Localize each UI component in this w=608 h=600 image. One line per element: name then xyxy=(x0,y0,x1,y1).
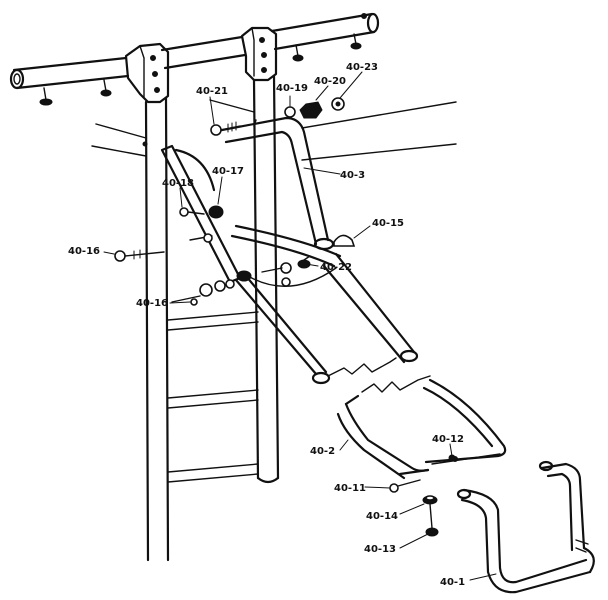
fitting-40-17 xyxy=(208,205,224,219)
label-40-3: 40-3 xyxy=(340,170,365,181)
label-40-20: 40-20 xyxy=(314,76,346,87)
bolt-40-16-top xyxy=(114,250,126,262)
nut-40-20 xyxy=(299,101,323,119)
bolt-40-11 xyxy=(389,483,399,493)
step-rail-40-1 xyxy=(456,460,595,594)
right-post xyxy=(252,74,280,484)
top-bar-bolts xyxy=(39,13,367,106)
label-40-12: 40-12 xyxy=(432,434,464,445)
climber-tube-40-3 xyxy=(220,116,335,251)
right-t-connector xyxy=(240,26,278,82)
callout-labels: 40-21 40-19 40-20 40-23 40-3 40-17 40-18… xyxy=(68,62,465,588)
hardware xyxy=(114,97,456,537)
leader-lines xyxy=(103,71,497,581)
bolt-40-16-bottom xyxy=(199,283,213,297)
left-post xyxy=(144,96,170,562)
bolt-40-21 xyxy=(210,124,222,136)
label-40-23: 40-23 xyxy=(346,62,378,73)
left-t-connector xyxy=(124,42,170,104)
nut-40-13 xyxy=(425,527,439,537)
label-40-15: 40-15 xyxy=(372,218,404,229)
slide-exit-40-2 xyxy=(336,375,507,480)
top-bar xyxy=(9,12,380,106)
label-40-17: 40-17 xyxy=(212,166,244,177)
label-40-16-top: 40-16 xyxy=(68,246,100,257)
label-40-2: 40-2 xyxy=(310,446,335,457)
label-40-14: 40-14 xyxy=(366,511,398,522)
label-40-1: 40-1 xyxy=(440,577,465,588)
bolt-40-18 xyxy=(179,207,189,217)
guide-lines xyxy=(91,99,457,161)
label-40-19: 40-19 xyxy=(276,83,308,94)
label-40-13: 40-13 xyxy=(364,544,396,555)
washer-40-19 xyxy=(284,106,296,118)
label-40-11: 40-11 xyxy=(334,483,366,494)
label-40-16-bottom: 40-16 xyxy=(136,298,168,309)
cap-40-15 xyxy=(333,234,356,247)
label-40-18: 40-18 xyxy=(162,178,194,189)
label-40-21: 40-21 xyxy=(196,86,228,97)
label-40-22: 40-22 xyxy=(320,262,352,273)
ladder-rungs xyxy=(167,311,259,483)
